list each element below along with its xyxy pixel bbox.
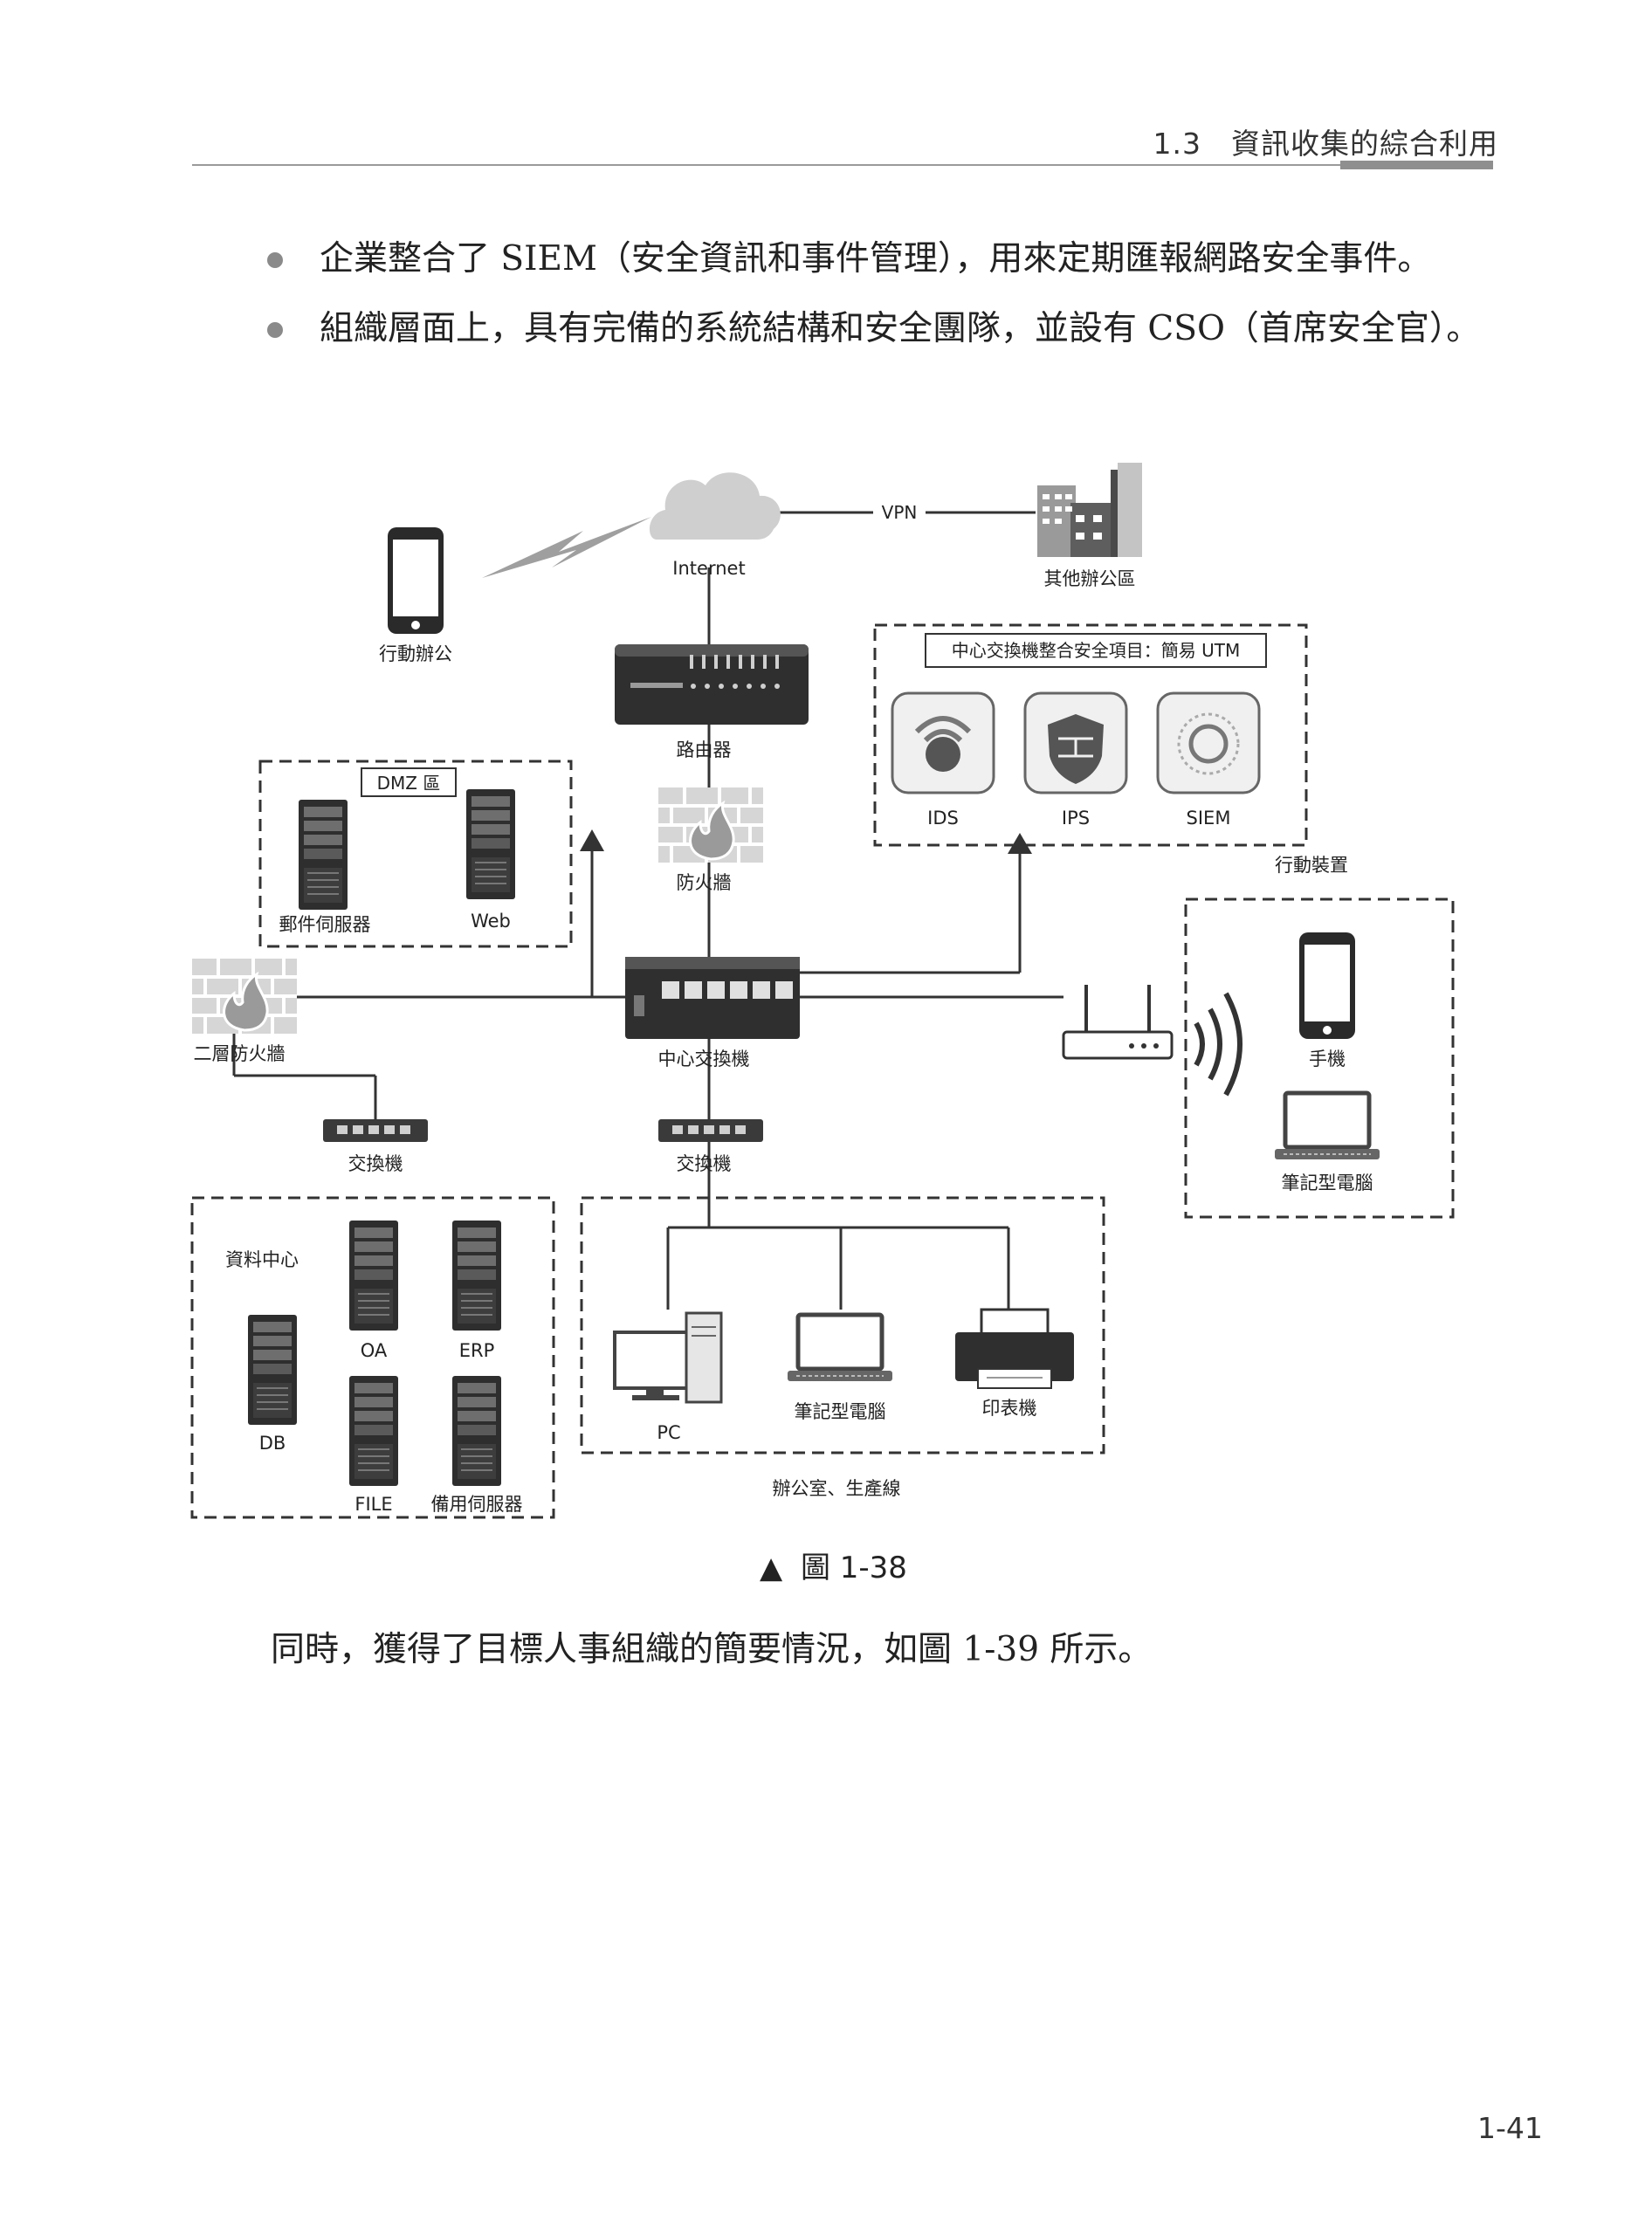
internet-label: Internet (672, 558, 745, 579)
switch-left-label: 交換機 (348, 1153, 403, 1174)
mobile-devices-box (1184, 897, 1455, 1219)
backup-server-icon (451, 1375, 502, 1487)
firewall-label: 防火牆 (677, 872, 732, 893)
mobile-devices-label: 行動裝置 (1275, 855, 1348, 876)
core-switch-icon (625, 957, 800, 1039)
l2-firewall-label: 二層防火牆 (194, 1043, 286, 1064)
caption-text: 圖 1-38 (800, 1551, 907, 1585)
ips-icon (1023, 691, 1128, 794)
wireless-link-icon (482, 517, 651, 578)
printer-icon (955, 1308, 1074, 1389)
laptop-icon (1275, 1093, 1380, 1159)
db-label: DB (259, 1433, 286, 1454)
mail-server-label: 郵件伺服器 (279, 914, 371, 935)
utm-title: 中心交換機整合安全項目：簡易 UTM (952, 640, 1240, 661)
file-server-icon (348, 1375, 399, 1487)
firewall-icon (657, 786, 765, 864)
oa-server-icon (348, 1220, 399, 1331)
caption-triangle-icon: ▲ (760, 1551, 783, 1585)
phone-icon (1299, 932, 1355, 1039)
connection-lines (232, 511, 1063, 1310)
dmz-title: DMZ 區 (377, 773, 441, 794)
header-rule (192, 164, 1491, 166)
bullet-text: 組織層面上，具有完備的系統結構和安全團隊，並設有 CSO（首席安全官）。 (320, 309, 1481, 348)
header-accent-bar (1340, 161, 1493, 169)
datacenter-box (190, 1196, 555, 1519)
oa-label: OA (361, 1340, 388, 1361)
ids-icon (891, 691, 995, 794)
page-number: 1-41 (1477, 2111, 1543, 2145)
utm-box (873, 623, 1308, 847)
web-label: Web (471, 911, 511, 932)
ips-label: IPS (1062, 808, 1090, 829)
phone-label: 手機 (1309, 1049, 1346, 1069)
backup-server-label: 備用伺服器 (431, 1494, 523, 1515)
siem-label: SIEM (1187, 808, 1231, 829)
mail-server-icon (298, 799, 348, 911)
mobile-phone-icon (388, 527, 444, 634)
siem-icon (1156, 691, 1261, 794)
switch-mid-label: 交換機 (677, 1153, 732, 1174)
laptop-office-label: 筆記型電腦 (795, 1401, 886, 1422)
db-server-icon (247, 1314, 298, 1426)
office-laptop-icon (788, 1315, 892, 1381)
pc-icon (613, 1311, 723, 1404)
web-server-icon (465, 788, 516, 900)
other-office-label: 其他辦公區 (1044, 568, 1136, 589)
laptop-mobile-label: 筆記型電腦 (1282, 1173, 1373, 1193)
bullet-dot-icon (267, 252, 283, 268)
erp-label: ERP (459, 1340, 495, 1361)
l2-firewall-icon (190, 957, 299, 1035)
office-line-label: 辦公室、生產線 (773, 1478, 901, 1499)
cloud-icon (649, 472, 781, 540)
core-switch-label: 中心交換機 (658, 1049, 750, 1069)
vpn-label: VPN (882, 502, 918, 523)
mobile-office-label: 行動辦公 (379, 643, 452, 664)
dmz-box (258, 760, 573, 948)
bullet-dot-icon (267, 322, 283, 338)
switch-left-icon (323, 1119, 428, 1142)
wireless-ap-icon (1062, 985, 1174, 1060)
office-box (580, 1196, 1105, 1454)
printer-label: 印表機 (982, 1398, 1037, 1419)
ids-label: IDS (927, 808, 959, 829)
section-header: 1.3 資訊收集的綜合利用 (1153, 127, 1498, 161)
wifi-waves-icon (1194, 992, 1242, 1097)
body-paragraph: 同時，獲得了目標人事組織的簡要情況，如圖 1-39 所示。 (271, 1630, 1153, 1669)
router-icon (615, 644, 809, 725)
datacenter-label: 資料中心 (225, 1249, 299, 1270)
router-label: 路由器 (677, 739, 732, 760)
office-buildings-icon (1037, 463, 1142, 557)
erp-server-icon (451, 1220, 502, 1331)
figure-caption: ▲ 圖 1-38 (760, 1544, 907, 1586)
switch-mid-icon (658, 1119, 763, 1142)
file-label: FILE (354, 1494, 392, 1515)
pc-label: PC (657, 1422, 680, 1443)
bullet-text: 企業整合了 SIEM（安全資訊和事件管理），用來定期匯報網路安全事件。 (320, 239, 1432, 279)
